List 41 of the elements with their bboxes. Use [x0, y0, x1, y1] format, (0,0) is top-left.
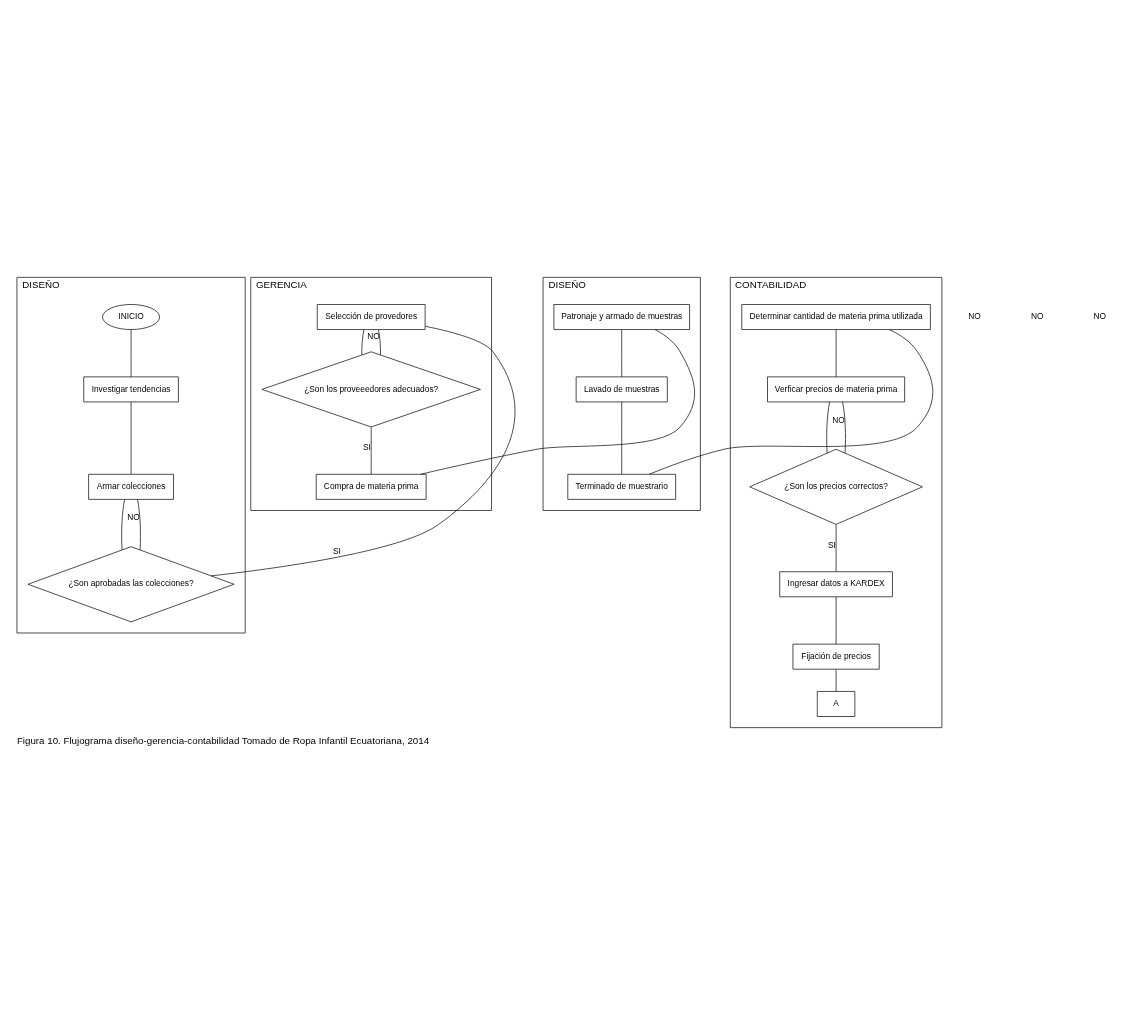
label: NO [968, 310, 981, 321]
edge-label: SI [827, 539, 836, 550]
connector [835, 328, 837, 377]
connector [370, 426, 372, 475]
node-box: Terminado de muestrario [567, 473, 676, 500]
node-ellipse: INICIO [102, 303, 160, 330]
connector [420, 328, 695, 475]
node-box: Lavado de muestras [575, 376, 668, 402]
node-box: Selección de provedores [316, 303, 426, 330]
edge-label: SI [333, 545, 341, 556]
connector [361, 328, 365, 355]
connector [621, 328, 623, 377]
node-box: Determinar cantidad de materia prima utilizada [741, 303, 931, 330]
edge-label: NO [127, 511, 140, 522]
label: NO [1030, 310, 1044, 321]
connector [210, 325, 516, 576]
caption: Figura 10. Flujograma diseño-gerencia-contabilidad Tomado de Ropa Infantil Ecuatoriana, 2014 [16, 734, 430, 746]
connector [137, 498, 141, 550]
connector [842, 401, 846, 453]
node-box: Fijación de precios [792, 643, 880, 670]
connector [648, 328, 934, 475]
connector [130, 328, 132, 377]
connector [826, 401, 830, 453]
node-box: Ingresar datos a KARDEX [779, 570, 893, 597]
node-box: A [816, 690, 856, 717]
label: NO [1093, 310, 1107, 321]
connector [621, 401, 623, 474]
node-box: Compra de materia prima [315, 473, 427, 500]
connector [121, 498, 125, 550]
connector [835, 668, 837, 691]
node-box: Investigar tendencias [83, 376, 179, 402]
edge-label: SI [363, 441, 371, 452]
node-box: Armar colecciones [88, 473, 174, 500]
edge-label: NO [832, 414, 845, 425]
node-box: Verficar precios de materia prima [767, 376, 905, 402]
node-diamond: ¿Son los precios correctos? [749, 448, 923, 525]
node-diamond: ¿Son aprobadas las colecciones? [27, 545, 235, 622]
node-box: Patronaje y armado de muestras [553, 303, 690, 330]
connector [378, 328, 381, 355]
node-diamond: ¿Son los proveeedores adecuados? [261, 350, 481, 427]
edge-label: NO [367, 330, 380, 341]
